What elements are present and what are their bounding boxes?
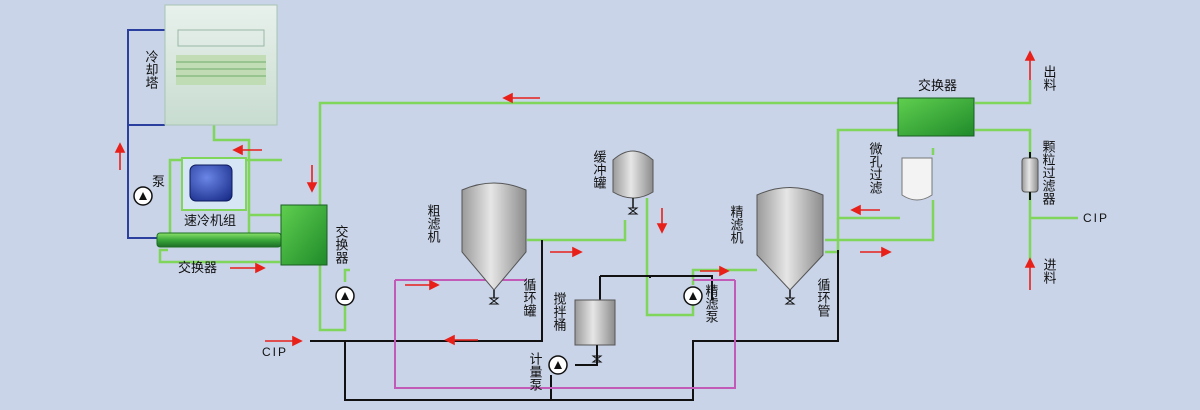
mid-exchanger-label: 交换器: [333, 224, 349, 265]
arrow-up-outlet: [1024, 50, 1036, 80]
cip-right-label: CIP: [1083, 211, 1109, 225]
green-pipes: [158, 80, 1078, 332]
chiller-unit[interactable]: 速冷机组: [181, 157, 247, 229]
circ-pipe-label: 循环管: [815, 278, 831, 318]
pump-label: 泵: [152, 175, 165, 190]
micro-filter-label: 微孔过滤: [867, 142, 883, 195]
arrow-right-fine-in: [700, 265, 730, 277]
arrow-right-fine-out: [860, 246, 892, 258]
arrow-down-mid: [306, 165, 318, 193]
arrow-up-left-blue: [114, 142, 126, 170]
cooling-tower[interactable]: 冷却塔: [143, 4, 278, 126]
cooling-tower-label: 冷却塔: [143, 50, 159, 89]
mixing-bucket-label: 搅拌桶: [551, 291, 567, 331]
arrow-left-black: [444, 334, 478, 346]
black-pipes: [310, 240, 839, 401]
circ-tank-label: 循环罐: [521, 278, 537, 317]
buffer-tank[interactable]: 缓冲罐: [591, 150, 654, 215]
micro-filter[interactable]: 微孔过滤: [867, 142, 933, 201]
buffer-tank-label: 缓冲罐: [591, 150, 607, 189]
particle-filter[interactable]: 颗粒过滤器: [1021, 140, 1056, 206]
outlet-label: 出料: [1041, 65, 1057, 91]
arrow-left-top-return: [502, 92, 540, 104]
arrow-left-chiller: [232, 144, 262, 156]
top-heat-exchanger[interactable]: 交换器: [897, 78, 975, 137]
metering-pump[interactable]: 计量泵: [527, 352, 568, 391]
coarse-filter-label: 粗滤机: [425, 204, 441, 244]
mixing-bucket[interactable]: 搅拌桶: [551, 291, 616, 363]
arrow-up-inlet: [1024, 257, 1036, 290]
bottom-exchanger-label: 交换器: [178, 260, 217, 276]
chiller-label: 速冷机组: [184, 214, 236, 229]
coarse-filter[interactable]: 粗滤机: [425, 182, 527, 305]
arrow-down-buffer: [656, 208, 668, 234]
fine-filter-label: 精滤机: [728, 205, 744, 245]
arrow-right-cip: [265, 335, 303, 347]
particle-filter-label: 颗粒过滤器: [1040, 140, 1056, 206]
inlet-label: 进料: [1041, 258, 1057, 284]
flow-arrows: [114, 50, 1036, 347]
top-exchanger-label: 交换器: [918, 78, 957, 94]
circulation-pump[interactable]: [335, 286, 355, 306]
mid-heat-exchanger[interactable]: 交换器: [280, 204, 349, 266]
arrow-left-micro: [850, 204, 880, 216]
fine-filter-pump-label: 精滤泵: [703, 284, 719, 323]
fine-filter-pump[interactable]: 精滤泵: [683, 284, 719, 323]
arrow-right-bottom-hx: [230, 262, 266, 274]
blue-cooling-loop: [127, 29, 168, 239]
left-pump[interactable]: 泵: [133, 175, 165, 206]
magenta-pipes: [394, 279, 736, 389]
metering-pump-label: 计量泵: [527, 352, 543, 391]
cip-left-label: CIP: [262, 345, 288, 359]
arrow-right-coarse-out: [550, 246, 583, 258]
fine-filter[interactable]: 精滤机: [728, 187, 824, 305]
arrow-right-magenta: [405, 279, 440, 291]
